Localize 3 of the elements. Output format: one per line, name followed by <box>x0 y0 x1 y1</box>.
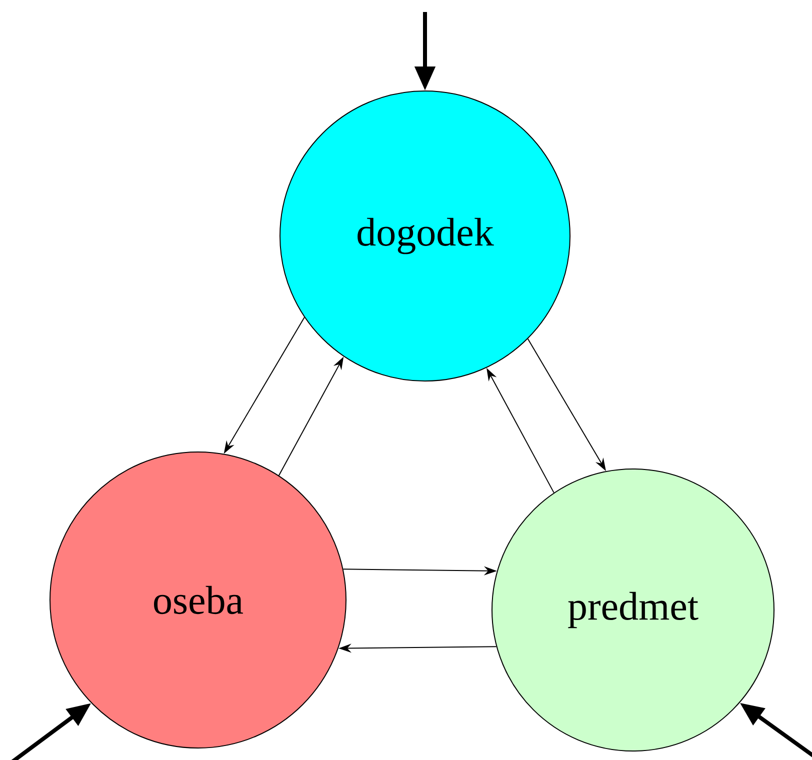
circle-node: oseba <box>50 452 346 748</box>
circle-node: predmet <box>492 468 774 752</box>
circle-node: dogodek <box>280 90 570 382</box>
